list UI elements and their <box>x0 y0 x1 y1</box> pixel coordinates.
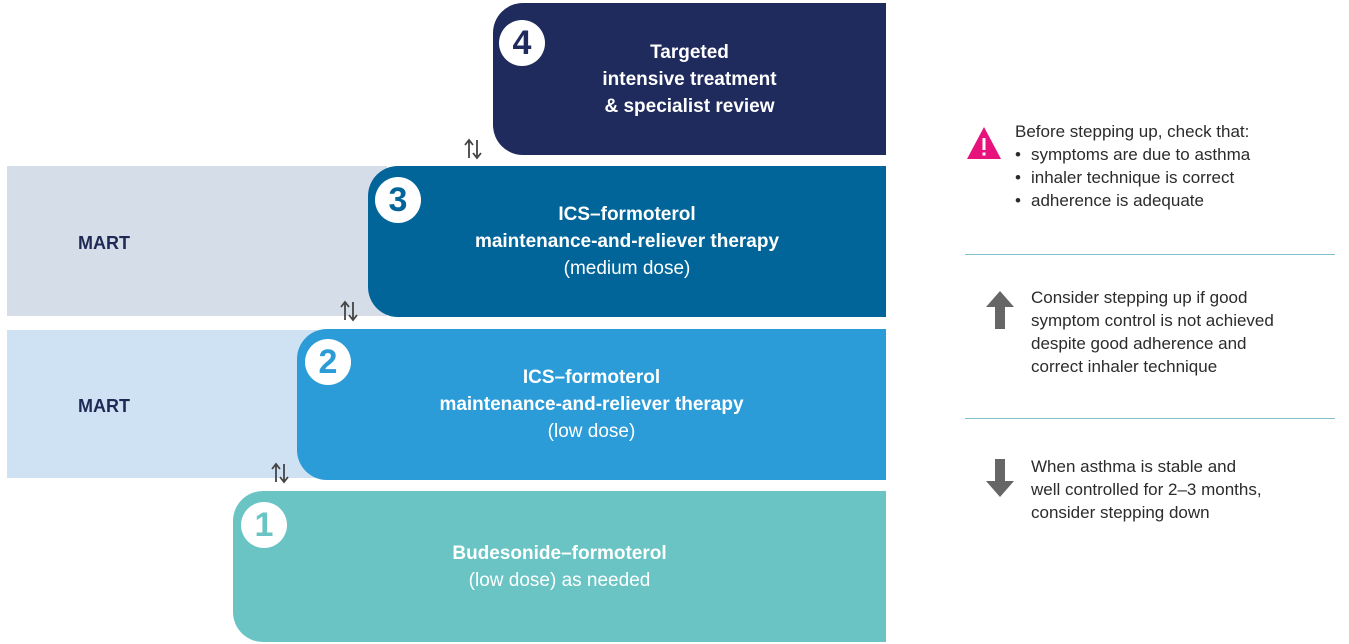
step-2-dose: (low dose) <box>547 421 636 442</box>
step-up-legend: Consider stepping up if good symptom con… <box>1031 286 1274 378</box>
warning-icon <box>967 127 1001 159</box>
checklist-item: inhaler technique is correct <box>1015 166 1250 189</box>
step-1-number: 1 <box>241 502 287 548</box>
step-3-number: 3 <box>375 177 421 223</box>
step-up-down-icon <box>340 300 358 322</box>
checklist-item: adherence is adequate <box>1015 189 1250 212</box>
mart-label-step3: MART <box>78 233 130 253</box>
legend-divider <box>965 254 1335 255</box>
step-4-title-line-3: & specialist review <box>604 95 775 117</box>
step-4-number: 4 <box>499 20 545 66</box>
step-down-line: well controlled for 2–3 months, <box>1031 480 1262 499</box>
step-up-down-icon <box>271 462 289 484</box>
step-4-title-line-1: Targeted <box>650 41 729 63</box>
mart-label-step2: MART <box>78 396 130 416</box>
checklist-item: symptoms are due to asthma <box>1015 143 1250 166</box>
step-3-title-line-2: maintenance-and-reliever therapy <box>474 231 780 252</box>
step-up-line: correct inhaler technique <box>1031 357 1218 376</box>
step-down-line: When asthma is stable and <box>1031 457 1237 476</box>
step-up-line: despite good adherence and <box>1031 334 1247 353</box>
step-2-title-line-1: ICS–formoterol <box>522 367 661 388</box>
step-down-legend: When asthma is stable and well controlle… <box>1031 455 1262 524</box>
step-2-number: 2 <box>305 339 351 385</box>
mart-band-step2 <box>7 330 317 478</box>
warning-checklist: symptoms are due to asthma inhaler techn… <box>1015 143 1250 212</box>
step-2-box: ICS–formoterol maintenance-and-reliever … <box>297 329 886 480</box>
step-3-title-line-1: ICS–formoterol <box>558 204 696 225</box>
legend-divider <box>965 418 1335 419</box>
warning-intro: Before stepping up, check that: <box>1015 122 1250 141</box>
mart-band-step3 <box>7 166 387 316</box>
step-2-title-line-2: maintenance-and-reliever therapy <box>439 394 744 415</box>
step-4-title-line-2: intensive treatment <box>602 68 777 90</box>
step-up-line: Consider stepping up if good <box>1031 288 1248 307</box>
step-up-line: symptom control is not achieved <box>1031 311 1274 330</box>
arrow-up-icon <box>986 291 1014 329</box>
step-1-dose: (low dose) as needed <box>468 569 651 591</box>
step-4-box: Targeted intensive treatment & specialis… <box>493 3 886 155</box>
warning-legend: Before stepping up, check that: symptoms… <box>1015 120 1250 212</box>
step-down-line: consider stepping down <box>1031 503 1210 522</box>
step-1-title-line-1: Budesonide–formoterol <box>452 542 667 564</box>
step-3-box: ICS–formoterol maintenance-and-reliever … <box>368 166 886 317</box>
step-3-dose: (medium dose) <box>563 258 691 279</box>
step-1-box: Budesonide–formoterol (low dose) as need… <box>233 491 886 642</box>
step-up-down-icon <box>464 138 482 160</box>
arrow-down-icon <box>986 459 1014 497</box>
